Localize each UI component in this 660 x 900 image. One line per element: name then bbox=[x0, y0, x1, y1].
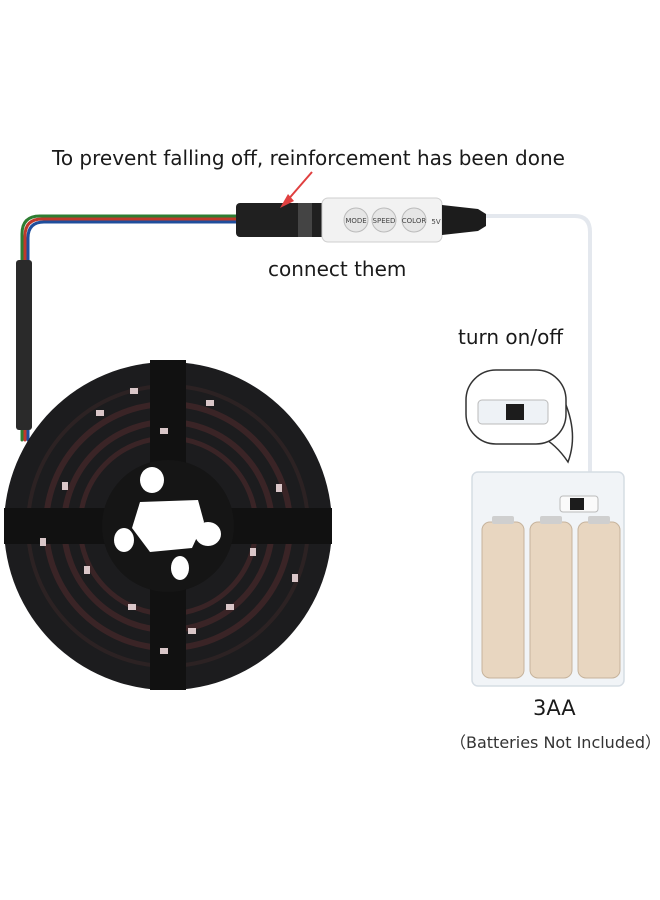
switch-zoom-bubble bbox=[465, 369, 574, 464]
callout-arrow bbox=[280, 171, 313, 208]
rgb-controller: MODE SPEED COLOR 5V bbox=[236, 197, 486, 243]
svg-text:5V: 5V bbox=[431, 218, 440, 226]
svg-text:COLOR: COLOR bbox=[402, 217, 427, 225]
color-button bbox=[401, 207, 427, 233]
battery-cells bbox=[481, 516, 621, 679]
connector-plug bbox=[236, 203, 328, 237]
speed-button bbox=[371, 207, 397, 233]
battery-box bbox=[471, 471, 625, 687]
battery-note-caption: （Batteries Not Included） bbox=[450, 733, 660, 752]
controller-tail bbox=[442, 205, 486, 235]
connect-caption: connect them bbox=[268, 257, 407, 281]
led-strip-reel bbox=[4, 360, 332, 690]
rgb-wire bbox=[16, 214, 242, 442]
mode-button bbox=[343, 207, 369, 233]
switch-caption: turn on/off bbox=[458, 325, 564, 349]
svg-text:MODE: MODE bbox=[345, 217, 366, 225]
power-switch-icon bbox=[506, 404, 524, 420]
svg-text:SPEED: SPEED bbox=[373, 217, 396, 225]
reinforcement-caption: To prevent falling off, reinforcement ha… bbox=[52, 146, 565, 170]
battery-type-caption: 3AA bbox=[533, 696, 576, 720]
power-cable bbox=[485, 214, 592, 488]
